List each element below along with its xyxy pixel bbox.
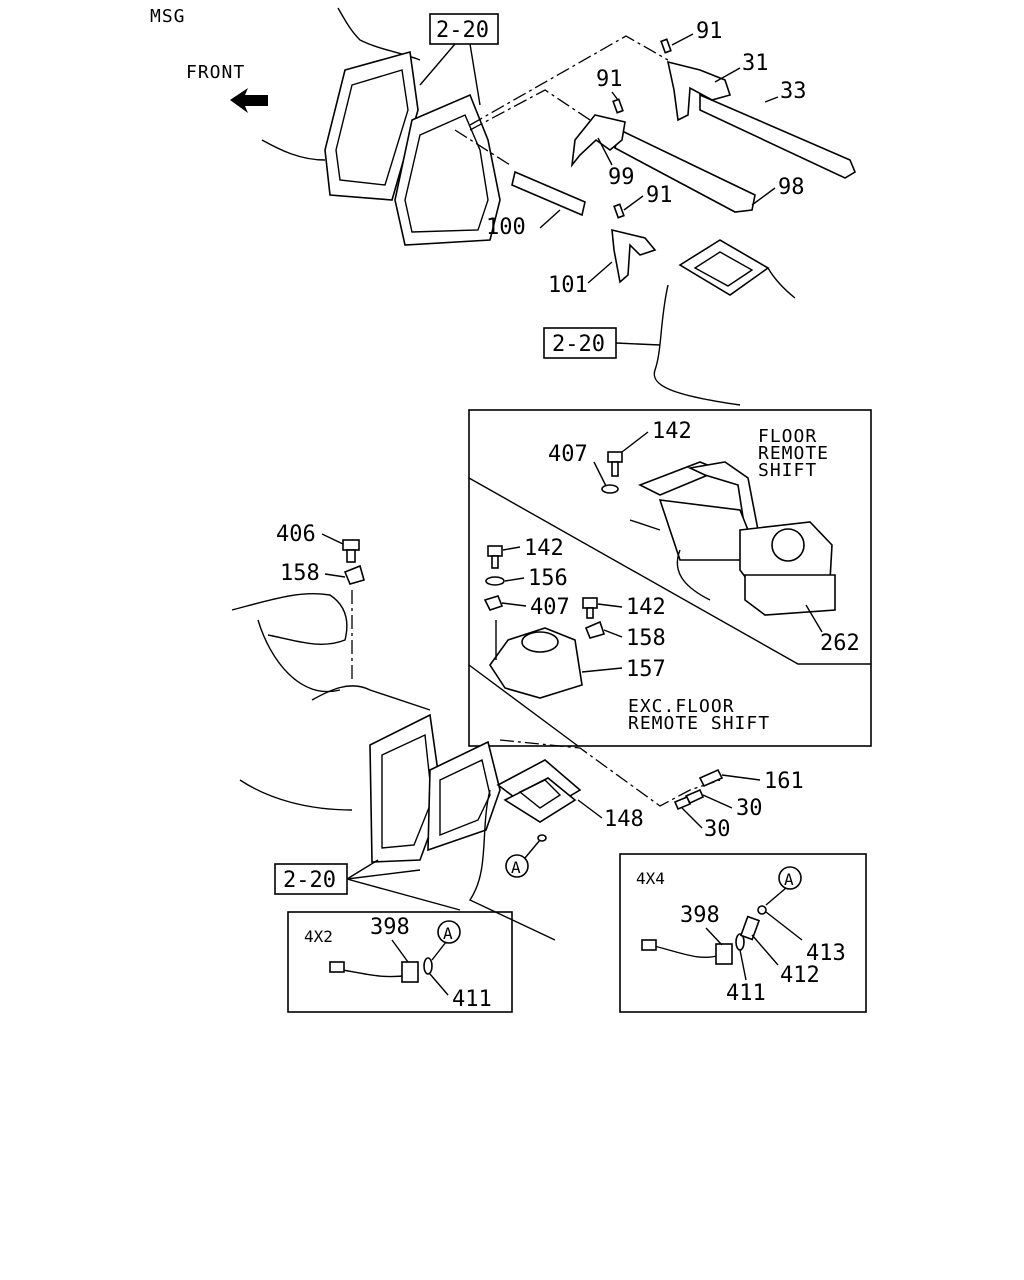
- ref-label: 2-20: [552, 332, 605, 357]
- front-label: FRONT: [186, 62, 245, 83]
- part-100: 100: [486, 215, 526, 240]
- part-30-b: 30: [704, 817, 731, 842]
- ref-label: 2-20: [436, 18, 489, 43]
- part-411-a: 411: [452, 987, 492, 1012]
- front-arrow-icon: [230, 88, 268, 113]
- part-91-c: 91: [646, 183, 673, 208]
- exc-floor-line2: REMOTE SHIFT: [628, 713, 770, 734]
- part-142-c: 142: [626, 595, 666, 620]
- top-assembly: 2-20 2-20 91: [261, 7, 857, 406]
- ref-label: 2-20: [283, 868, 336, 893]
- inset-4x4: 4X4 A 398 413 412 411: [619, 853, 867, 1013]
- part-31: 31: [742, 51, 769, 76]
- floor-title-line3: SHIFT: [758, 460, 817, 481]
- bolt-icon: [342, 539, 360, 563]
- part-407-a: 407: [548, 442, 588, 467]
- part-158-a: 158: [280, 561, 320, 586]
- callout-a-4x4: A: [784, 870, 794, 889]
- inset-4x2: 4X2 398 A 411: [287, 911, 513, 1013]
- part-411-b: 411: [726, 981, 766, 1006]
- part-91-b: 91: [596, 67, 623, 92]
- callout-a: A: [505, 834, 547, 878]
- part-148: 148: [604, 807, 644, 832]
- middle-assembly: 406 158 161 30 30 148: [231, 522, 804, 941]
- part-158-b: 158: [626, 626, 666, 651]
- bolt-icon: [607, 451, 623, 477]
- part-156: 156: [528, 566, 568, 591]
- part-413: 413: [806, 941, 846, 966]
- part-406: 406: [276, 522, 316, 547]
- part-398-a: 398: [370, 915, 410, 940]
- part-412: 412: [780, 963, 820, 988]
- inset-4x4-title: 4X4: [636, 869, 665, 888]
- ref-box-top: 2-20: [419, 13, 499, 106]
- part-142-b: 142: [524, 536, 564, 561]
- part-398-b: 398: [680, 903, 720, 928]
- part-91-a: 91: [696, 19, 723, 44]
- exc-floor-line1: EXC.FLOOR: [628, 696, 735, 717]
- part-142-a: 142: [652, 419, 692, 444]
- bolt-icon: [487, 545, 503, 569]
- part-407-b: 407: [530, 595, 570, 620]
- part-101: 101: [548, 273, 588, 298]
- part-161: 161: [764, 769, 804, 794]
- part-99: 99: [608, 165, 635, 190]
- ref-box-mid: 2-20: [543, 327, 661, 359]
- ref-box-bottom: 2-20: [274, 859, 461, 911]
- part-98: 98: [778, 175, 805, 200]
- part-33: 33: [780, 79, 807, 104]
- callout-a-4x2: A: [443, 924, 453, 943]
- bolt-icon: [582, 597, 598, 619]
- part-157: 157: [626, 657, 666, 682]
- callout-a-label: A: [511, 858, 521, 877]
- floor-title-line2: REMOTE: [758, 443, 829, 464]
- part-30-a: 30: [736, 796, 763, 821]
- floor-title-line1: FLOOR: [758, 426, 817, 447]
- inset-floor-remote-shift: FLOOR REMOTE SHIFT EXC.FLOOR REMOTE SHIF…: [468, 409, 872, 747]
- part-262: 262: [820, 631, 860, 656]
- corner-label: MSG: [150, 6, 186, 27]
- inset-4x2-title: 4X2: [304, 927, 333, 946]
